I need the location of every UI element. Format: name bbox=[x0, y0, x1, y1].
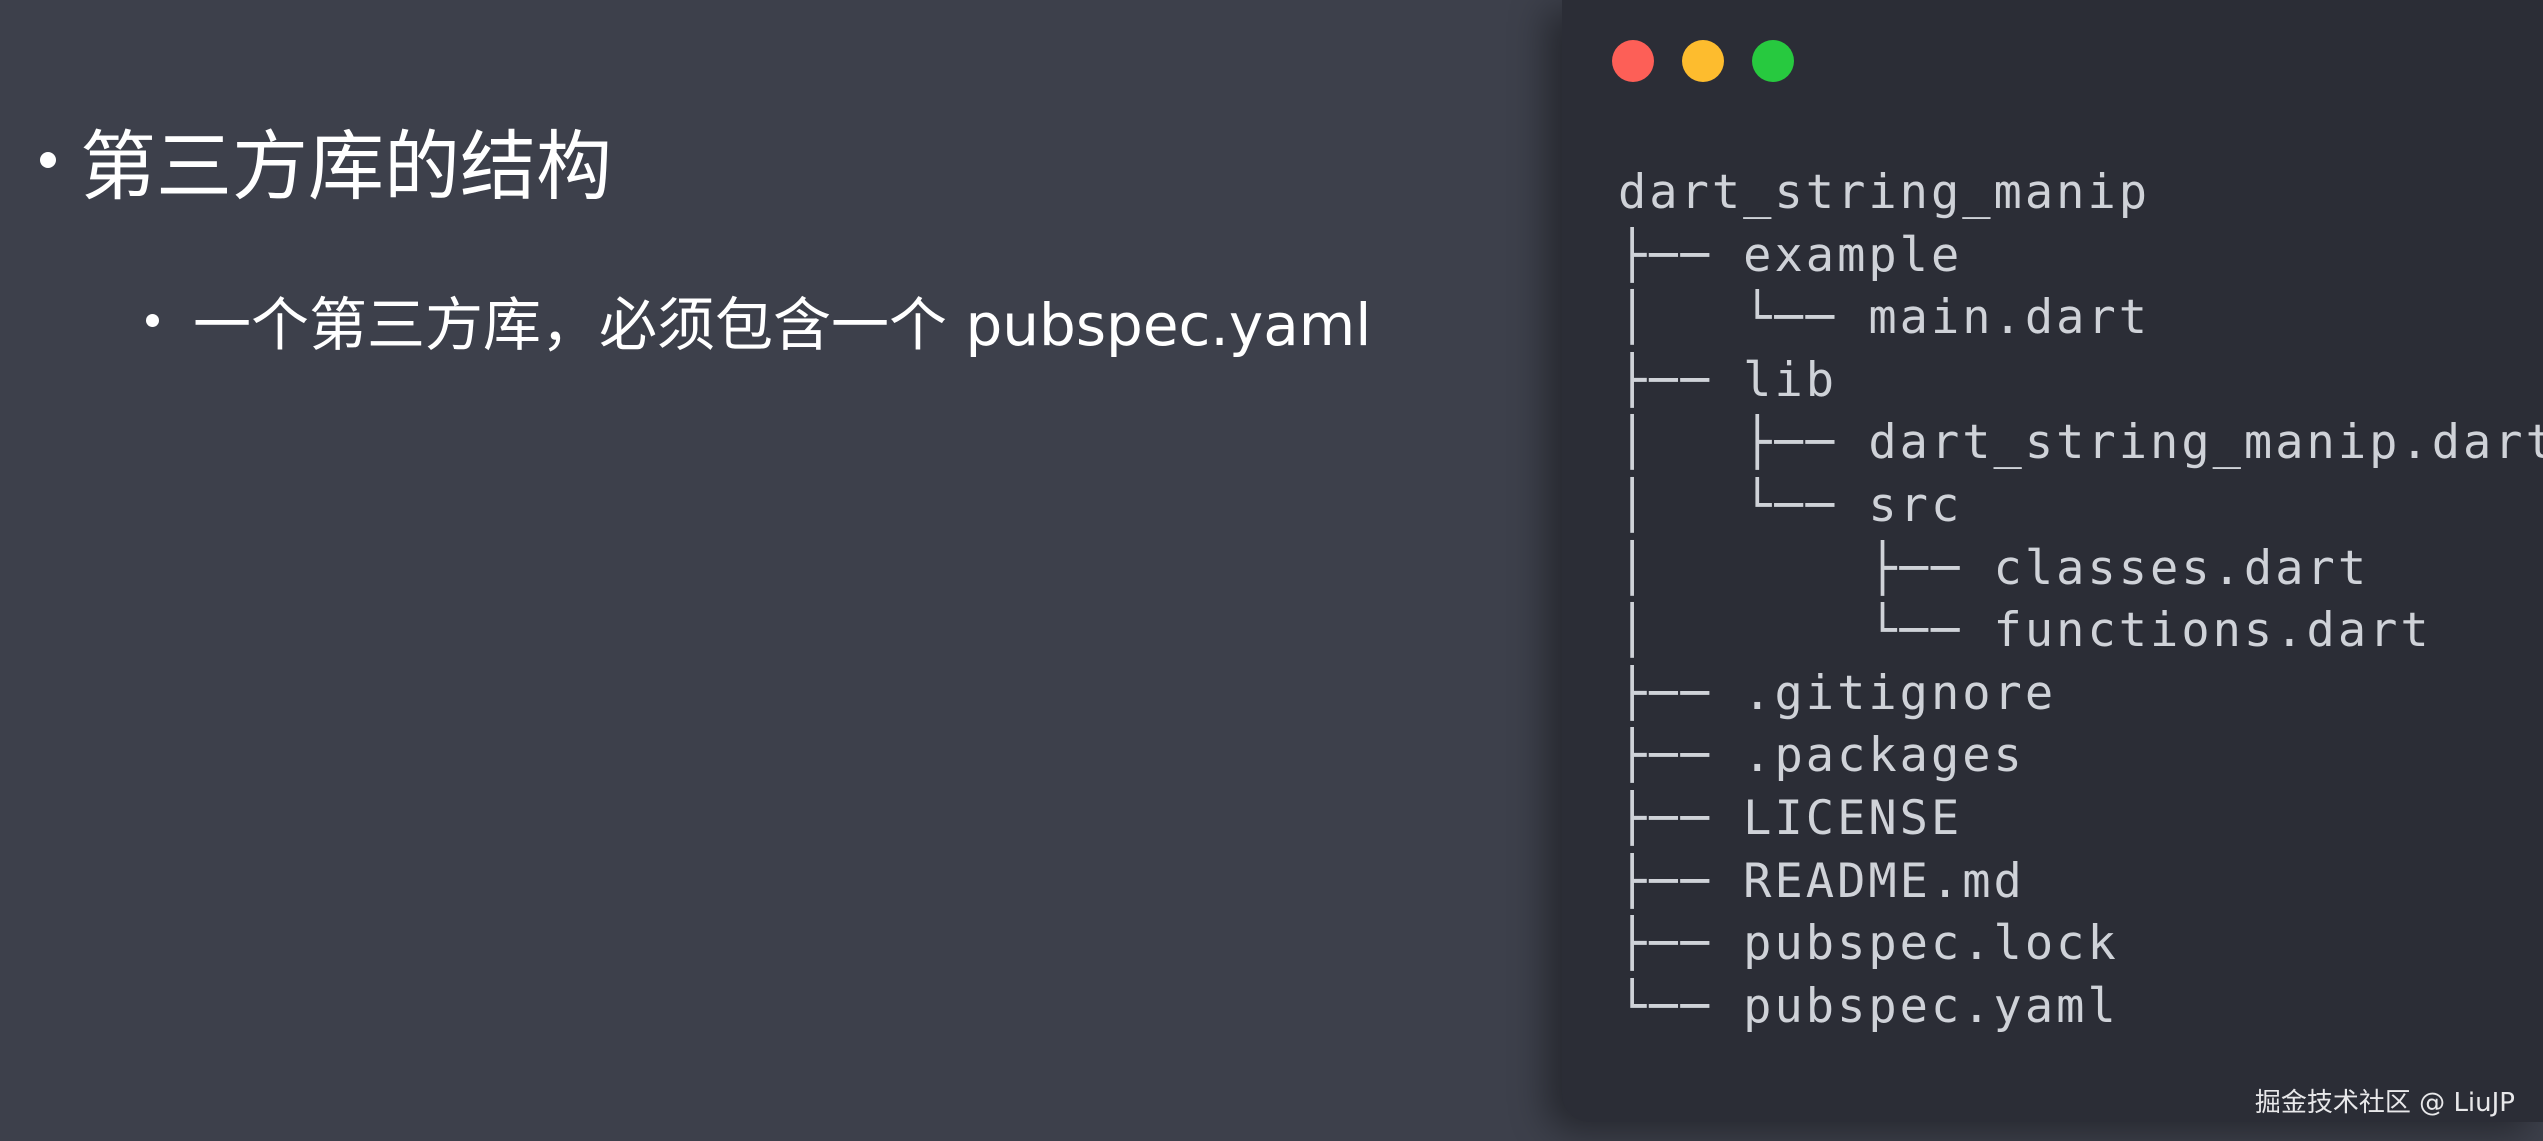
tree-line-pubspec-yaml: └── pubspec.yaml bbox=[1618, 978, 2119, 1034]
tree-line-main-dart: │ └── main.dart bbox=[1618, 290, 2151, 346]
tree-line-license: ├── LICENSE bbox=[1618, 790, 1963, 846]
tree-line-example: ├── example bbox=[1618, 227, 1963, 283]
tree-line-dart-string-manip-dart: │ ├── dart_string_manip.dart bbox=[1618, 415, 2543, 471]
minimize-dot-icon[interactable] bbox=[1682, 40, 1724, 82]
tree-line-readme: ├── README.md bbox=[1618, 853, 2025, 909]
directory-tree: dart_string_manip ├── example │ └── main… bbox=[1618, 162, 2543, 1038]
close-dot-icon[interactable] bbox=[1612, 40, 1654, 82]
tree-line-functions-dart: │ └── functions.dart bbox=[1618, 603, 2432, 659]
code-window: dart_string_manip ├── example │ └── main… bbox=[1562, 0, 2543, 1122]
tree-line-src: │ └── src bbox=[1618, 477, 1963, 533]
tree-line-classes-dart: │ ├── classes.dart bbox=[1618, 540, 2370, 596]
slide-subpoint-text: 一个第三方库，必须包含一个 pubspec.yaml bbox=[193, 291, 1372, 359]
maximize-dot-icon[interactable] bbox=[1752, 40, 1794, 82]
tree-line-packages: ├── .packages bbox=[1618, 728, 2025, 784]
slide-heading: 第三方库的结构 bbox=[40, 110, 612, 211]
tree-line-root: dart_string_manip bbox=[1618, 165, 2151, 220]
tree-line-gitignore: ├── .gitignore bbox=[1618, 665, 2057, 721]
tree-line-lib: ├── lib bbox=[1618, 352, 1838, 408]
bullet-dot-icon bbox=[146, 313, 159, 327]
slide-subpoint: 一个第三方库，必须包含一个 pubspec.yaml bbox=[146, 275, 1371, 365]
window-controls bbox=[1612, 40, 1822, 82]
watermark: 掘金技术社区 @ LiuJP bbox=[2254, 1088, 2515, 1118]
bullet-dot-icon bbox=[40, 152, 56, 168]
tree-line-pubspec-lock: ├── pubspec.lock bbox=[1618, 916, 2119, 972]
slide-heading-text: 第三方库的结构 bbox=[80, 122, 612, 211]
